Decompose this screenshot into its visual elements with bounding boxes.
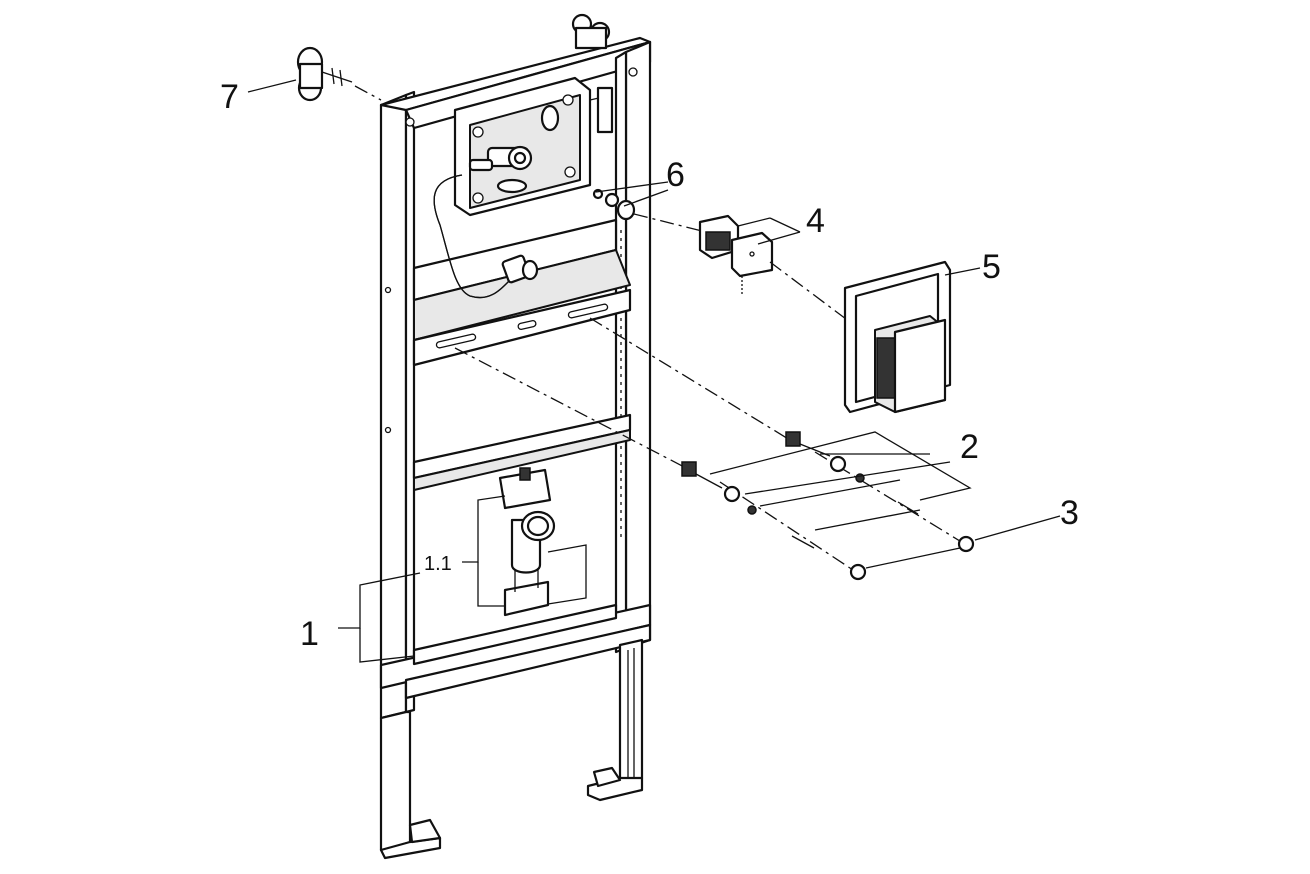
part-2-fixing-set [681, 431, 919, 549]
waste-elbow-assembly [498, 467, 556, 617]
alignment-line-right [589, 317, 791, 441]
leader-lines [247, 79, 1061, 663]
callout-6: 6 [666, 156, 685, 194]
callout-2: 2 [960, 428, 979, 466]
lower-bracket [503, 580, 550, 617]
frame-right-leg [618, 638, 644, 787]
part-7-wall-anchor [296, 46, 353, 102]
top-wall-anchor-right [571, 13, 611, 50]
callout-7: 7 [220, 78, 239, 116]
alignment-line-left [454, 347, 691, 471]
hose-outlet-fitting [501, 254, 539, 284]
concealed-valve-box [453, 76, 614, 217]
valve-assembly [468, 145, 533, 172]
frame-left-upright [379, 93, 408, 720]
part-5-cover-plate [843, 260, 952, 414]
part-4-solenoid-unit [698, 214, 774, 296]
sensor-module [874, 315, 947, 414]
callout-1: 1 [300, 615, 319, 653]
callout-1-1: 1.1 [424, 553, 452, 575]
callout-4: 4 [806, 202, 825, 240]
part-3-cover-caps [849, 535, 975, 581]
frame-left-leg [379, 710, 412, 852]
callout-3: 3 [1060, 494, 1079, 532]
frame-right-upright [624, 40, 652, 650]
callout-5: 5 [982, 248, 1001, 286]
